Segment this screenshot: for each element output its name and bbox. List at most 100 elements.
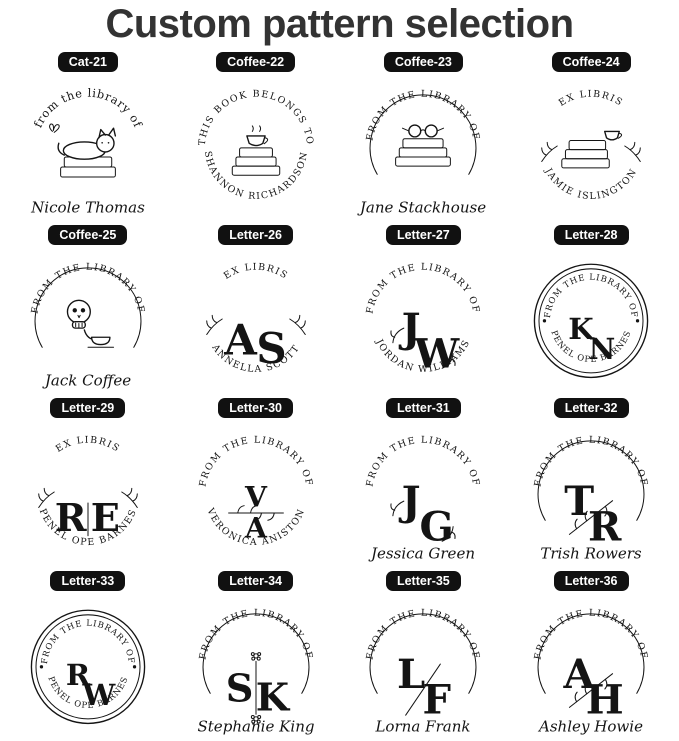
stamp-monogram-letter: A: [563, 650, 596, 697]
cat-on-books-illustration: [48, 123, 116, 178]
stamp-script-name: Jack Coffee: [42, 371, 131, 389]
stamp-preview: FROM THE LIBRARY OF Jane Stackhouse: [357, 88, 486, 216]
stamp-monogram-letter: H: [586, 676, 624, 723]
stamp-border: [202, 612, 310, 694]
page-title: Custom pattern selection: [105, 2, 574, 46]
stamp-monogram-letter: K: [255, 675, 290, 720]
stamp-bottom-arc-text: JAMIE ISLINGTON: [542, 165, 640, 201]
pattern-badge: Letter-34: [218, 571, 294, 591]
stamp-top-arc-text: EX LIBRIS: [54, 434, 122, 454]
stamp-monogram-letter: J: [399, 304, 421, 351]
pattern-badge: Letter-28: [553, 225, 629, 245]
stamp-bottom-arc-text: SHANNON RICHARDSON: [202, 150, 310, 202]
pattern-badge: Letter-29: [50, 398, 126, 418]
floral-sprig-decor: [38, 487, 138, 508]
pattern-badge: Letter-35: [385, 571, 461, 591]
pattern-badge: Coffee-23: [383, 52, 463, 72]
stamp-monogram-letter: R: [55, 496, 88, 541]
stamp-top-arc-text: FROM THE LIBRARY OF: [197, 607, 314, 660]
stamp-monogram-letter: K: [568, 312, 595, 346]
stamp-monogram-letter: W: [414, 330, 461, 377]
pattern-badge: Coffee-25: [48, 225, 128, 245]
pattern-badge: Letter-31: [385, 398, 461, 418]
stamp-border: [34, 266, 142, 348]
floral-sprig-decor: [541, 141, 641, 162]
vine-decor: [390, 327, 456, 369]
stamp-script-name: Stephanie King: [197, 717, 314, 735]
pattern-badge: Coffee-24: [551, 52, 631, 72]
stamp-monogram-letter: L: [397, 650, 425, 697]
stamp-monogram-letter: S: [225, 666, 253, 711]
pattern-badge: Cat-21: [57, 52, 118, 72]
stamp-monogram-letter: V: [244, 479, 268, 513]
floral-sprig-decor: [205, 314, 306, 335]
branch-decor: [569, 499, 614, 535]
stamp-monogram-letter: T: [564, 477, 594, 524]
stamp-border-inner: [35, 613, 141, 719]
stamp-script-name: Jane Stackhouse: [357, 198, 486, 216]
stamp-monogram-letter: E: [91, 496, 120, 541]
stamp-monogram-letter: F: [423, 676, 452, 723]
stamp-script-name: Ashley Howie: [537, 717, 643, 735]
stamp-border: [369, 612, 477, 694]
stamp-monogram-letter: R: [588, 503, 622, 550]
stamp-monogram-letter: S: [256, 323, 286, 372]
stamp-monogram-letter: W: [81, 678, 116, 712]
coffee-on-books-illustration: [231, 124, 280, 176]
skeleton-coffee-illustration: [66, 299, 114, 348]
pattern-badge: Letter-32: [553, 398, 629, 418]
pattern-cell-coffee-24[interactable]: Coffee-24 EX LIBRIS JAMIE ISLINGTON: [507, 49, 675, 222]
books-coffee-illustration: [561, 130, 623, 168]
stamp-monogram-letter: G: [420, 503, 454, 550]
flower-decor: [250, 651, 261, 724]
pattern-badge: Coffee-22: [216, 52, 296, 72]
pattern-badge: Letter-27: [385, 225, 461, 245]
stamp-script-name: Lorna Frank: [375, 717, 471, 735]
stamp-top-arc-text: FROM THE LIBRARY OF: [365, 434, 482, 487]
vine-decor: [390, 500, 456, 542]
stamp-border: [369, 93, 477, 175]
books-glasses-illustration: [395, 123, 452, 167]
stamp-script-name: Nicole Thomas: [30, 198, 145, 216]
dot-decor: [542, 318, 547, 322]
stamp-top-arc-text: EX LIBRIS: [557, 88, 625, 108]
dot-decor: [132, 664, 137, 668]
stamp-top-arc-text: FROM THE LIBRARY OF: [365, 88, 482, 141]
pattern-badge: Letter-33: [50, 571, 126, 591]
stamp-border: [537, 439, 645, 521]
stamp-monogram-letter: J: [399, 477, 421, 524]
pattern-badge: Letter-36: [553, 571, 629, 591]
pattern-badge: Letter-26: [218, 225, 294, 245]
stamp-preview: EX LIBRIS JAMIE ISLINGTON: [541, 88, 641, 202]
stamp-monogram-letter: A: [223, 315, 258, 364]
stamp-top-arc-text: FROM THE LIBRARY OF: [365, 261, 482, 314]
